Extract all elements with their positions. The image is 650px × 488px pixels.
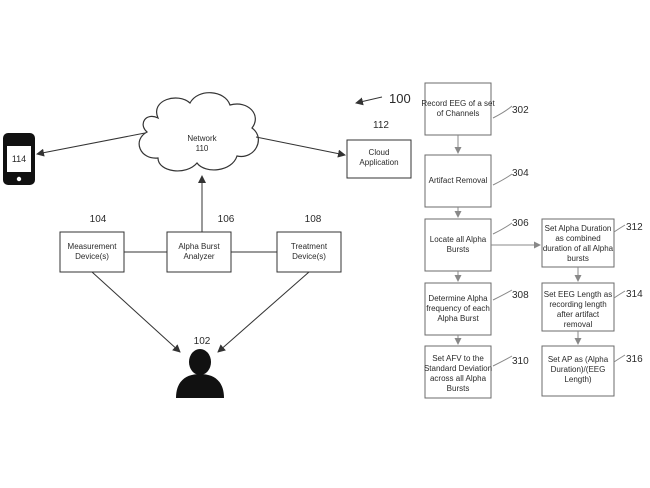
- figure-ref-arrow: [356, 97, 382, 103]
- step-312-line1: Set Alpha Duration: [545, 224, 612, 233]
- step-302-line1: Record EEG of a set: [421, 99, 495, 108]
- cloud-label-2: Application: [359, 158, 398, 167]
- step-314-line3: after artifact: [557, 310, 600, 319]
- step-308-line3: Alpha Burst: [437, 314, 479, 323]
- step-310-line1: Set AFV to the: [432, 354, 484, 363]
- step-314-line4: removal: [564, 320, 593, 329]
- step-308-leader: [493, 290, 512, 300]
- step-304-leader: [493, 174, 512, 185]
- network-to-phone-arrow: [37, 133, 145, 154]
- treatment-label-2: Device(s): [292, 252, 326, 261]
- measurement-ref: 104: [90, 214, 107, 225]
- step-316-ref: 316: [626, 354, 643, 365]
- step-306-ref: 306: [512, 218, 529, 229]
- step-306-line1: Locate all Alpha: [430, 235, 487, 244]
- network-ref: 110: [196, 144, 209, 153]
- figure-ref-100: 100: [389, 91, 411, 106]
- measurement-to-person-arrow: [92, 272, 180, 352]
- step-310-line3: across all Alpha: [430, 374, 487, 383]
- measurement-label-1: Measurement: [68, 242, 118, 251]
- step-312-line3: duration of all Alpha: [543, 244, 614, 253]
- step-312-line2: as combined: [555, 234, 600, 243]
- step-302-line2: of Channels: [437, 109, 480, 118]
- treatment-ref: 108: [305, 214, 322, 225]
- step-304-ref: 304: [512, 168, 529, 179]
- step-310-ref: 310: [512, 356, 529, 367]
- person-ref: 102: [194, 336, 211, 347]
- treatment-to-person-arrow: [218, 272, 309, 352]
- step-310-line2: Standard Deviation: [424, 364, 492, 373]
- treatment-label-1: Treatment: [291, 242, 328, 251]
- network-label: Network: [187, 134, 217, 143]
- step-316-leader: [614, 355, 625, 362]
- step-314-line1: Set EEG Length as: [544, 290, 613, 299]
- step-306-leader: [493, 223, 512, 234]
- step-314-line2: recording length: [549, 300, 606, 309]
- step-308-ref: 308: [512, 290, 529, 301]
- analyzer-label-1: Alpha Burst: [178, 242, 220, 251]
- step-316-line1: Set AP as (Alpha: [548, 355, 609, 364]
- network-cloud: [139, 93, 258, 171]
- step-312-line4: bursts: [567, 254, 589, 263]
- cloud-label-1: Cloud: [369, 148, 390, 157]
- measurement-label-2: Device(s): [75, 252, 109, 261]
- step-302-ref: 302: [512, 105, 529, 116]
- step-312-leader: [614, 225, 625, 232]
- phone-ref: 114: [12, 154, 26, 164]
- analyzer-ref: 106: [218, 214, 235, 225]
- person-icon: [176, 349, 224, 398]
- step-308-line2: frequency of each: [426, 304, 490, 313]
- step-304-line1: Artifact Removal: [429, 176, 488, 185]
- network-to-cloud-arrow: [256, 137, 345, 155]
- cloud-ref: 112: [373, 120, 389, 131]
- step-314-ref: 314: [626, 289, 643, 300]
- step-314-leader: [614, 291, 625, 298]
- step-302-leader: [493, 106, 512, 118]
- step-312-ref: 312: [626, 222, 643, 233]
- step-310-leader: [493, 356, 512, 366]
- step-316-line3: Length): [564, 375, 591, 384]
- step-316-line2: Duration)/(EEG: [551, 365, 606, 374]
- step-306-line2: Bursts: [447, 245, 470, 254]
- step-310-line4: Bursts: [447, 384, 470, 393]
- analyzer-label-2: Analyzer: [183, 252, 214, 261]
- step-308-line1: Determine Alpha: [428, 294, 488, 303]
